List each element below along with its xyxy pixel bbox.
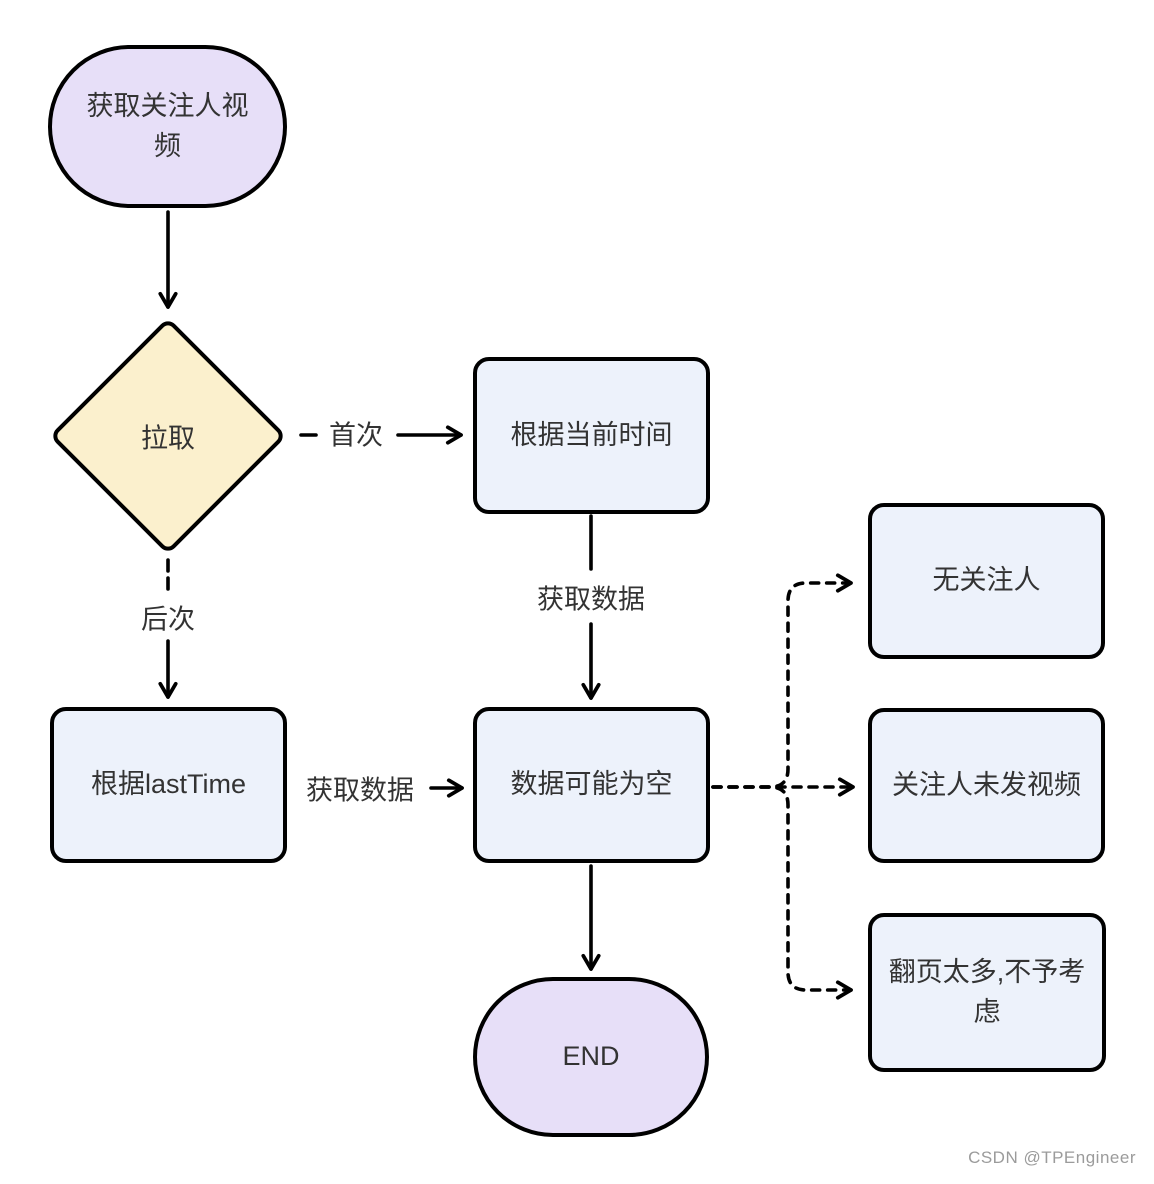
node-end: END	[473, 977, 709, 1137]
node-start-label: 获取关注人视频	[86, 91, 249, 161]
edge-label-fetch-data-vertical: 获取数据	[532, 576, 650, 618]
watermark-text: CSDN @TPEngineer	[968, 1148, 1136, 1167]
node-decision-label: 拉取	[141, 423, 195, 454]
edge-label-first-time: 首次	[324, 412, 388, 454]
edge-label-fetch-data-horizontal: 获取数据	[301, 767, 419, 809]
node-followee-no-video: 关注人未发视频	[868, 708, 1105, 863]
node-no-followee: 无关注人	[868, 503, 1105, 659]
node-by-last-time: 根据lastTime	[50, 707, 287, 863]
node-data-maybe-empty-label: 数据可能为空	[510, 769, 673, 800]
node-no-followee-label: 无关注人	[932, 565, 1041, 596]
node-by-current-time-label: 根据当前时间	[510, 419, 673, 450]
node-by-last-time-label: 根据lastTime	[90, 769, 246, 800]
edge-empty-to-nofollowee	[711, 573, 853, 789]
node-too-many-pages-label: 翻页太多,不予考虑	[888, 957, 1086, 1027]
edge-label-later-time: 后次	[136, 596, 200, 638]
node-end-label: END	[562, 1041, 620, 1072]
node-start: 获取关注人视频	[48, 45, 287, 208]
node-too-many-pages: 翻页太多,不予考虑	[868, 913, 1106, 1072]
node-data-maybe-empty: 数据可能为空	[473, 707, 710, 863]
node-followee-no-video-label: 关注人未发视频	[892, 769, 1081, 800]
node-by-current-time: 根据当前时间	[473, 357, 710, 514]
edge-empty-to-toomanypages	[711, 785, 853, 1000]
